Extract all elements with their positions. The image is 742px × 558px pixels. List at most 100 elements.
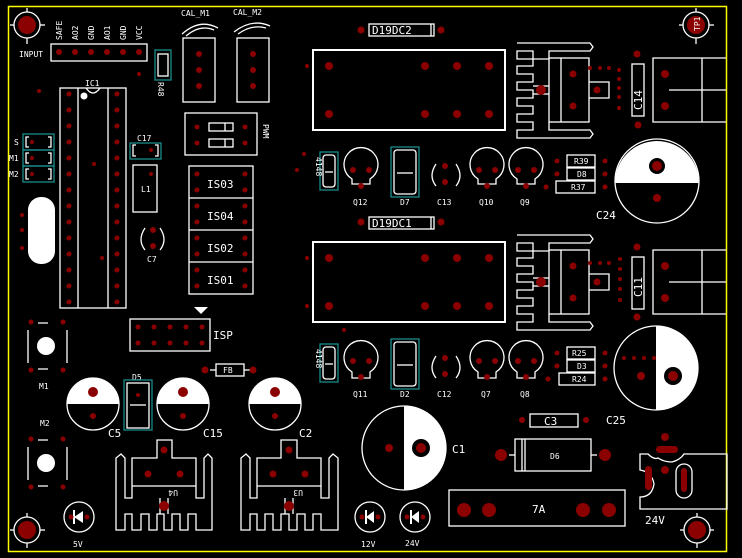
input-header: INPUT SAFE AO2 GND AO1 GND VCC: [19, 21, 148, 62]
ic1-pin: [114, 171, 120, 177]
cal-m1-label: CAL_M1: [181, 9, 210, 18]
led-5v: 5V: [63, 501, 95, 549]
d5-label: D5: [132, 373, 142, 382]
d8-label: D8: [577, 170, 587, 179]
input-pin-ao2: AO2: [71, 25, 80, 40]
isp-label: ISP: [213, 329, 233, 342]
input-pin-gnd: GND: [87, 25, 96, 40]
m2-button-label: M2: [40, 419, 50, 428]
c12-label: C12: [437, 390, 452, 399]
ic1-pin: [66, 107, 72, 113]
relay-bottom: [305, 241, 506, 332]
power-in-label: 24V: [645, 514, 665, 527]
ic1-pin: [66, 123, 72, 129]
transistor-q8: Q8: [508, 339, 544, 399]
c17-label: C17: [137, 134, 152, 143]
ic1-pin: [66, 299, 72, 305]
test-point-tp1: TP1: [679, 8, 714, 44]
ic1-pin: [66, 171, 72, 177]
ic1-label: IC1: [85, 79, 100, 88]
q11-label: Q11: [353, 390, 368, 399]
mounting-hole-top-left: [10, 8, 45, 44]
cal-m2-label: CAL_M2: [233, 8, 262, 17]
r25-label: R25: [572, 349, 587, 358]
capacitor-c12: C12: [431, 355, 461, 399]
ic1-pin: [66, 155, 72, 161]
led-12v-label: 12V: [361, 540, 376, 549]
led-24v-label: 24V: [405, 539, 420, 548]
is02-label: IS02: [207, 242, 234, 255]
transistor-q9: Q9: [508, 146, 544, 207]
fuse-7a: 7A: [448, 489, 626, 527]
fb-label: FB: [223, 366, 233, 375]
input-pin-gnd2: GND: [119, 25, 128, 40]
ic1-pin: [66, 251, 72, 257]
ic1-pin: [114, 187, 120, 193]
u3-label: U3: [293, 488, 303, 497]
c1-label: C1: [452, 443, 465, 456]
capacitor-c5: C5: [66, 377, 121, 440]
jumper-m1-label: M1: [9, 154, 19, 163]
diode-d3: D3: [554, 359, 608, 373]
d7-label: D7: [400, 198, 410, 207]
ic1-pin: [114, 203, 120, 209]
capacitor-c15: C15: [156, 377, 223, 440]
4148-bottom-label: 4148: [314, 349, 323, 368]
d3-label: D3: [577, 362, 587, 371]
m1-button-label: M1: [39, 382, 49, 391]
resistor-r37: R37: [543, 180, 608, 194]
is01-label: IS01: [207, 274, 234, 287]
resistor-r48: R48: [154, 49, 172, 97]
transistor-q10: Q10: [469, 146, 505, 207]
c24-label: C24: [596, 209, 616, 222]
q12-label: Q12: [353, 198, 368, 207]
is03-label: IS03: [207, 178, 234, 191]
capacitor-c14: C14: [631, 50, 645, 129]
diode-d8: D8: [554, 167, 608, 181]
terminal-top: [652, 57, 726, 123]
r24-label: R24: [572, 375, 587, 384]
c15-label: C15: [203, 427, 223, 440]
diode-d2: D2: [390, 338, 420, 399]
ic1-pin: [66, 187, 72, 193]
d19dc2-label: D19DC2: [372, 24, 412, 37]
ic1-pin: [66, 283, 72, 289]
led-5v-label: 5V: [73, 540, 83, 549]
ic1-pin: [66, 235, 72, 241]
d19dc2-label-group: D19DC2: [357, 23, 445, 37]
ic1-socket: IC1: [59, 79, 127, 309]
resistor-r25: R25: [554, 346, 608, 360]
transistor-q7: Q7: [469, 339, 505, 399]
ic1-pin: [114, 155, 120, 161]
led-12v: 12V: [354, 501, 386, 549]
ic1-pin: [114, 139, 120, 145]
opto-stack: IS03 IS04 IS02 IS01: [188, 165, 254, 295]
resistor-r24: R24: [545, 372, 608, 386]
diode-d5: D5: [123, 373, 153, 431]
diode-4148-bottom: 4148: [314, 343, 339, 383]
capacitor-c1: C1: [361, 405, 465, 491]
ic1-pin: [66, 203, 72, 209]
capacitor-c11: C11: [631, 243, 645, 321]
d6-label: D6: [550, 452, 560, 461]
q8-label: Q8: [520, 390, 530, 399]
diode-d7: D7: [390, 146, 420, 207]
fuse-label: 7A: [532, 503, 546, 516]
capacitor-c13: C13: [431, 163, 461, 207]
diode-d6: D6: [495, 438, 611, 472]
ic1-pin: [66, 219, 72, 225]
ic1-pin: [114, 107, 120, 113]
capacitor-c7: C7: [140, 227, 165, 264]
transistor-q11: Q11: [343, 339, 379, 399]
capacitor-c3: C3: [519, 413, 589, 428]
mosfet-heatsink-bottom: [516, 234, 622, 331]
capacitor-c2: C2: [248, 377, 312, 440]
ic1-pin: [114, 235, 120, 241]
transistor-q12: Q12: [343, 146, 379, 207]
c3-label: C3: [544, 415, 557, 428]
l1-label: L1: [141, 185, 151, 194]
q9-label: Q9: [520, 198, 530, 207]
capacitor-c17: C17: [129, 134, 162, 160]
c13-label: C13: [437, 198, 452, 207]
